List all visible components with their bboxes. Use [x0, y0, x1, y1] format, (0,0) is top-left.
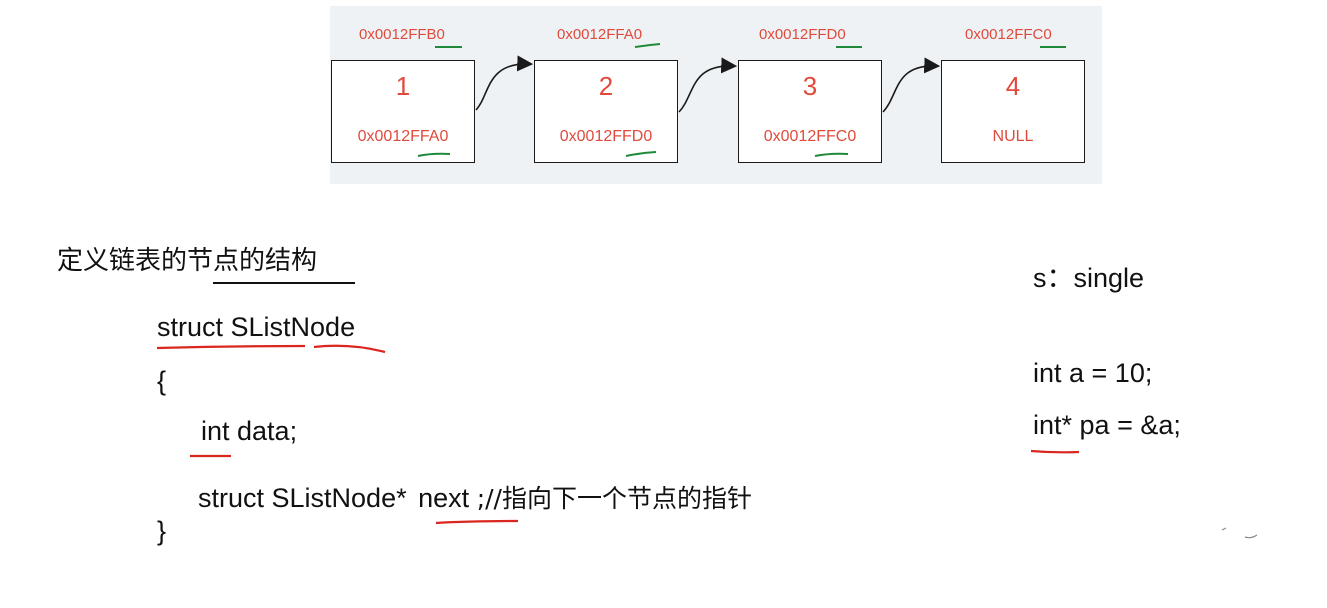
list-node-3: 3 0x0012FFC0: [738, 60, 882, 164]
red-underline-int-ptr: [1030, 449, 1080, 454]
note-ptr-type: int*: [1033, 410, 1073, 440]
node-1-next: 0x0012FFA0: [331, 112, 475, 163]
node-3-next: 0x0012FFC0: [738, 112, 882, 163]
node-2-address: 0x0012FFA0: [557, 26, 643, 43]
green-underline-6: [625, 151, 657, 157]
note-single: s：single: [1033, 263, 1145, 293]
arrow-2-to-3: [678, 57, 738, 113]
code-next-comment: ;//指向下一个节点的指针: [476, 484, 752, 513]
code-struct-line: struct SListNode: [157, 312, 356, 342]
note-ptr-decl: int* pa = &a;: [1033, 410, 1181, 441]
red-underline-slistnode: [313, 344, 386, 354]
arrow-3-to-4: [882, 57, 941, 113]
node-4-address: 0x0012FFC0: [965, 26, 1052, 43]
node-3-address: 0x0012FFD0: [759, 26, 846, 43]
code-next-line: struct SListNode* next ;//指向下一个节点的指针: [198, 479, 752, 515]
green-underline-5: [417, 152, 451, 157]
list-node-2: 2 0x0012FFD0: [534, 60, 678, 164]
code-next-name: next: [418, 483, 470, 513]
stray-mark: [1221, 527, 1258, 539]
node-4-data: 4: [941, 60, 1085, 113]
section-heading: 定义链表的节点的结构: [57, 246, 318, 276]
red-underline-struct: [156, 344, 306, 350]
list-node-1: 1 0x0012FFA0: [331, 60, 475, 164]
code-next-star: *: [396, 483, 407, 513]
green-underline-2: [634, 43, 661, 48]
node-1-address: 0x0012FFB0: [359, 26, 445, 43]
green-underline-7: [814, 152, 849, 157]
list-node-4: 4 NULL: [941, 60, 1085, 164]
arrow-1-to-2: [475, 55, 534, 111]
code-next-type: struct SListNode: [198, 483, 397, 513]
node-2-data: 2: [534, 60, 678, 113]
red-underline-next: [435, 519, 519, 525]
node-4-next: NULL: [941, 112, 1085, 163]
note-ptr-rest: pa = &a;: [1072, 410, 1181, 440]
code-close-brace: }: [157, 516, 167, 546]
code-open-brace: {: [157, 366, 167, 396]
note-int-decl: int a = 10;: [1033, 358, 1153, 388]
node-2-next: 0x0012FFD0: [534, 112, 678, 163]
code-data-line: int data;: [201, 416, 298, 446]
node-3-data: 3: [738, 60, 882, 113]
